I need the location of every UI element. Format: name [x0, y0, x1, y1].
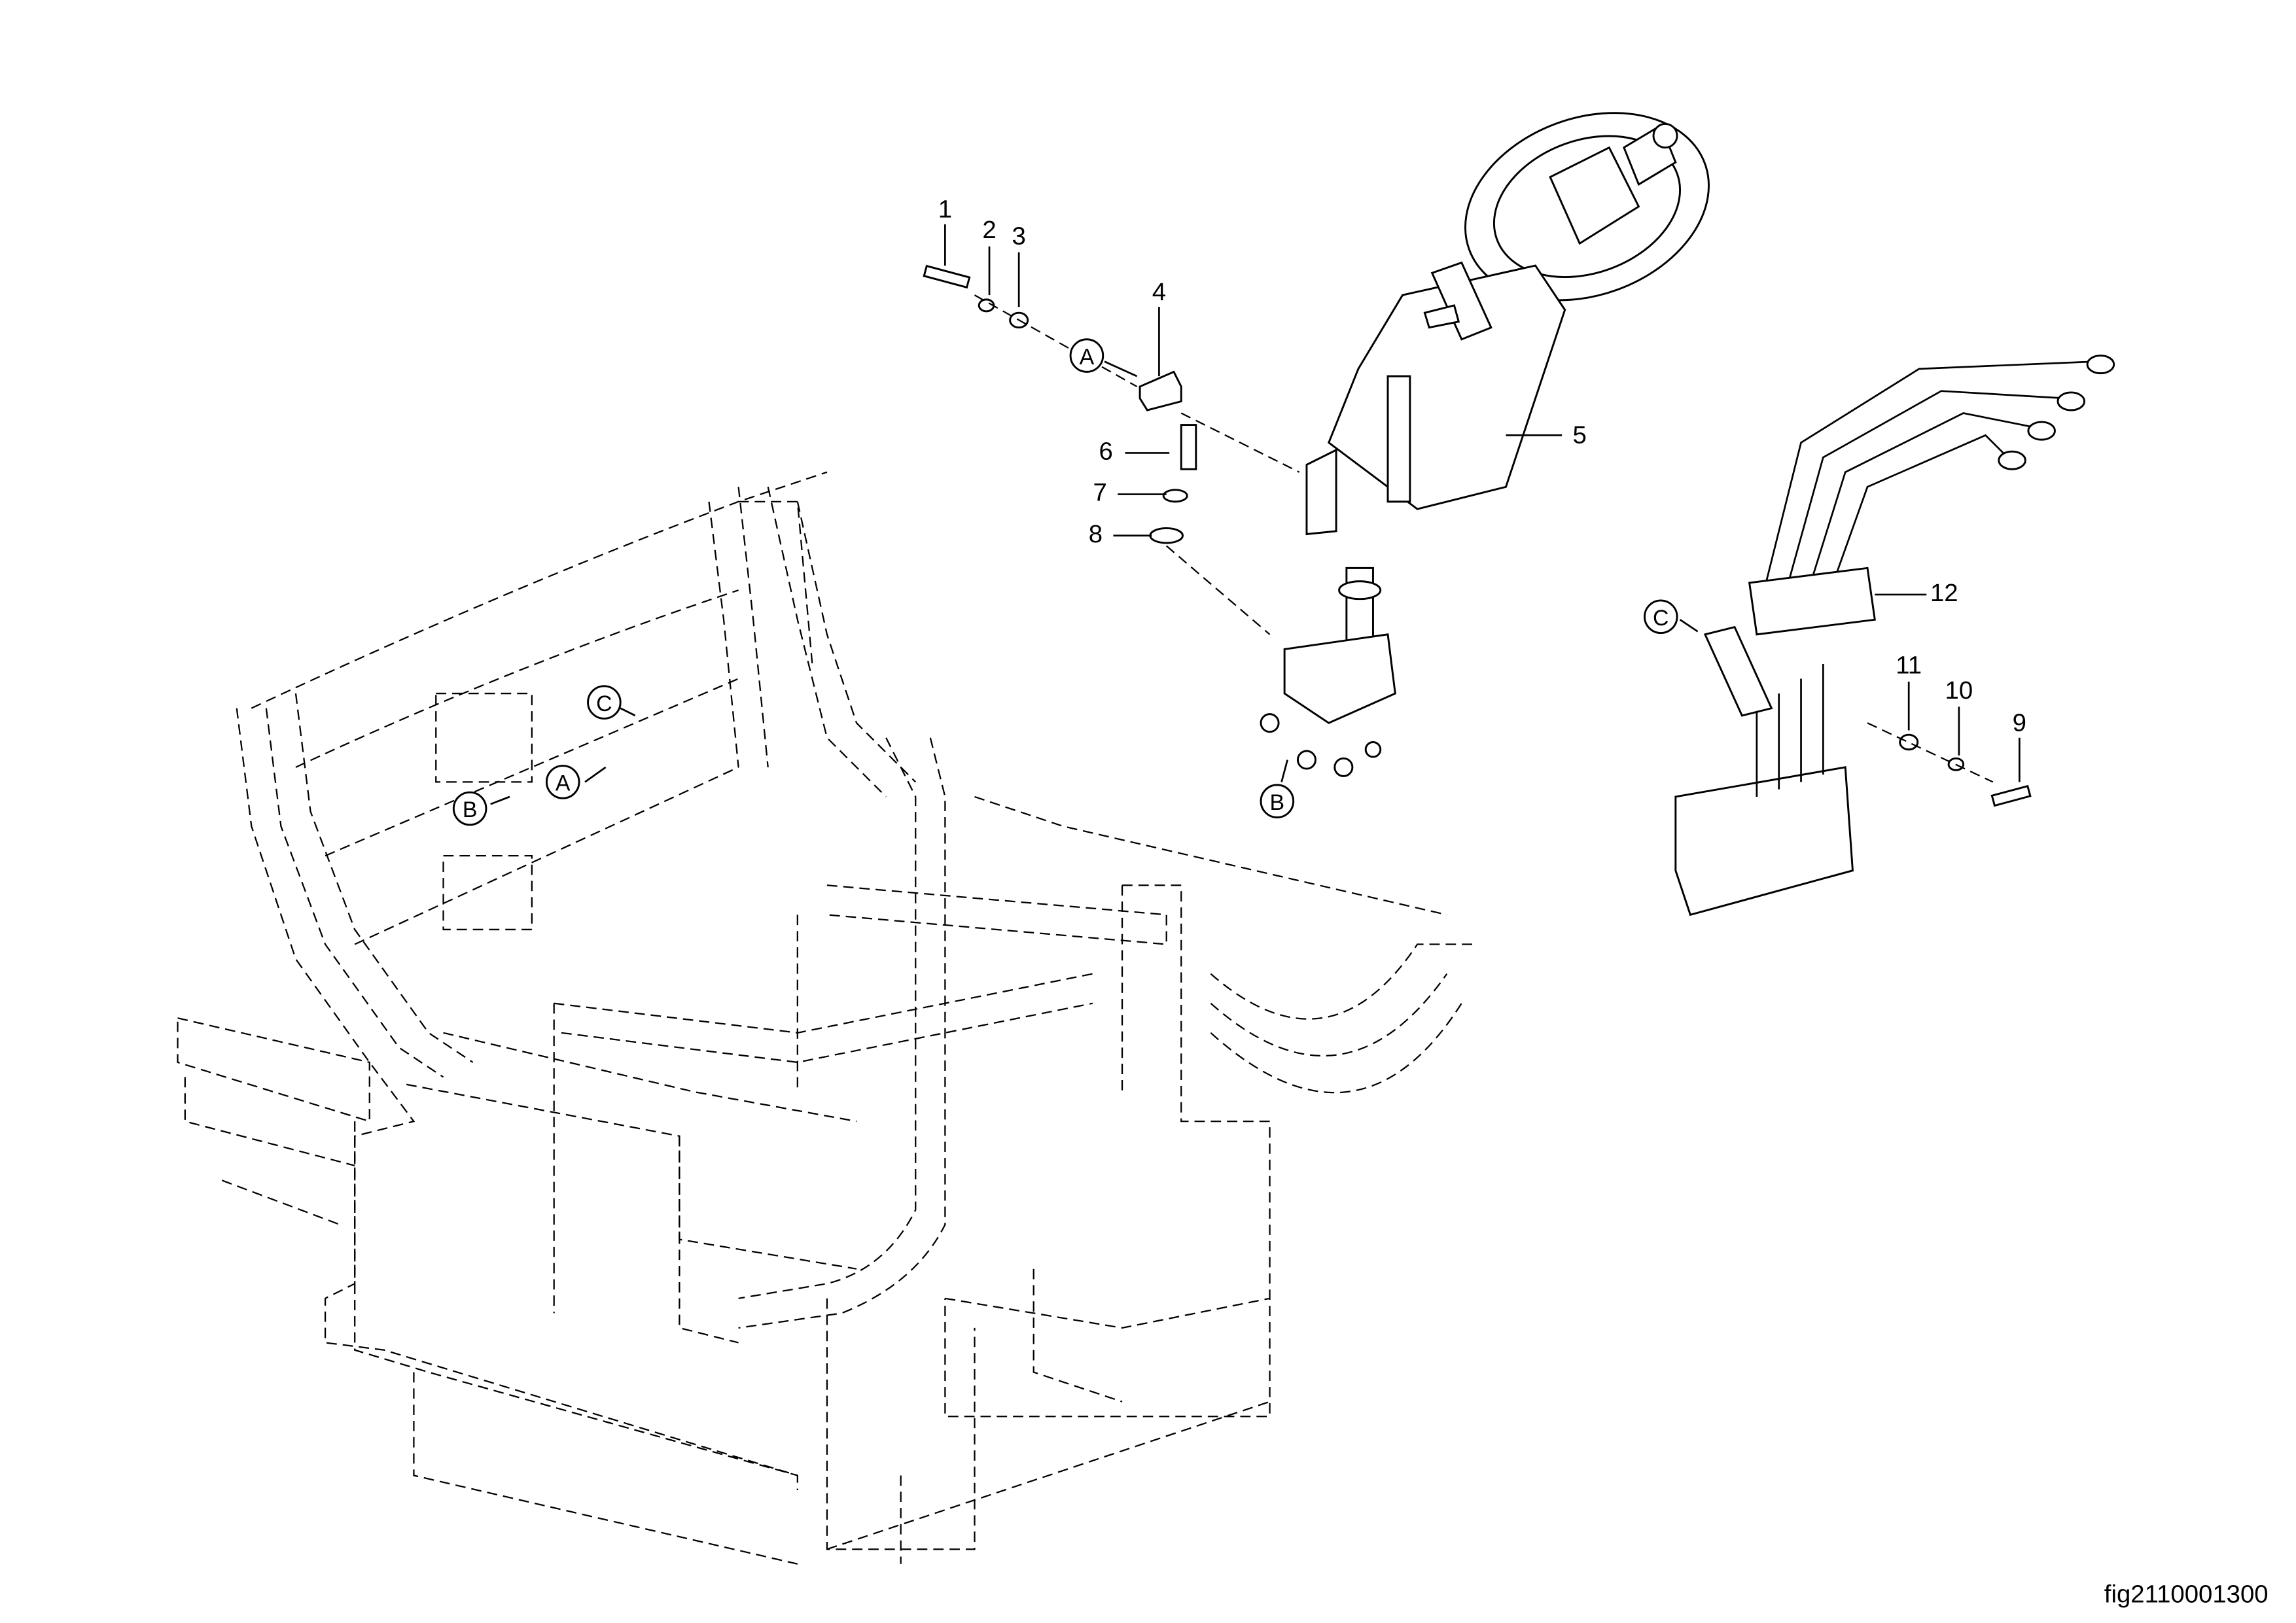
- reference-b-label: B: [463, 797, 478, 822]
- reference-b-frame: B: [452, 791, 487, 826]
- steering-column-drawing: [1260, 112, 1710, 777]
- callout-8: 8: [1089, 520, 1103, 548]
- callout-3: 3: [1012, 222, 1025, 250]
- control-valve-drawing: [1674, 355, 2115, 916]
- callout-1: 1: [938, 196, 952, 224]
- callout-6: 6: [1099, 438, 1113, 466]
- reference-c-frame: C: [587, 685, 622, 720]
- frame-drawing: [177, 471, 1477, 1565]
- leader-lines: [490, 224, 2021, 805]
- reference-a-frame: A: [545, 765, 580, 799]
- callout-10: 10: [1945, 676, 1973, 705]
- reference-b-label: B: [1270, 790, 1285, 815]
- reference-a-label: A: [556, 771, 571, 796]
- callout-11: 11: [1896, 652, 1922, 680]
- callout-5: 5: [1573, 421, 1587, 449]
- callout-4: 4: [1152, 278, 1166, 306]
- reference-c-label: C: [596, 691, 612, 716]
- callout-7: 7: [1093, 479, 1107, 507]
- reference-a-upper: A: [1069, 338, 1104, 373]
- reference-c-label: C: [1653, 606, 1669, 631]
- callout-12: 12: [1930, 579, 1958, 607]
- figure-id: fig2110001300: [2104, 1580, 2269, 1608]
- reference-c-valve: C: [1643, 599, 1678, 635]
- callout-9: 9: [2013, 709, 2026, 737]
- callout-2: 2: [982, 216, 996, 244]
- reference-b-column: B: [1260, 784, 1295, 818]
- reference-a-label: A: [1080, 345, 1095, 370]
